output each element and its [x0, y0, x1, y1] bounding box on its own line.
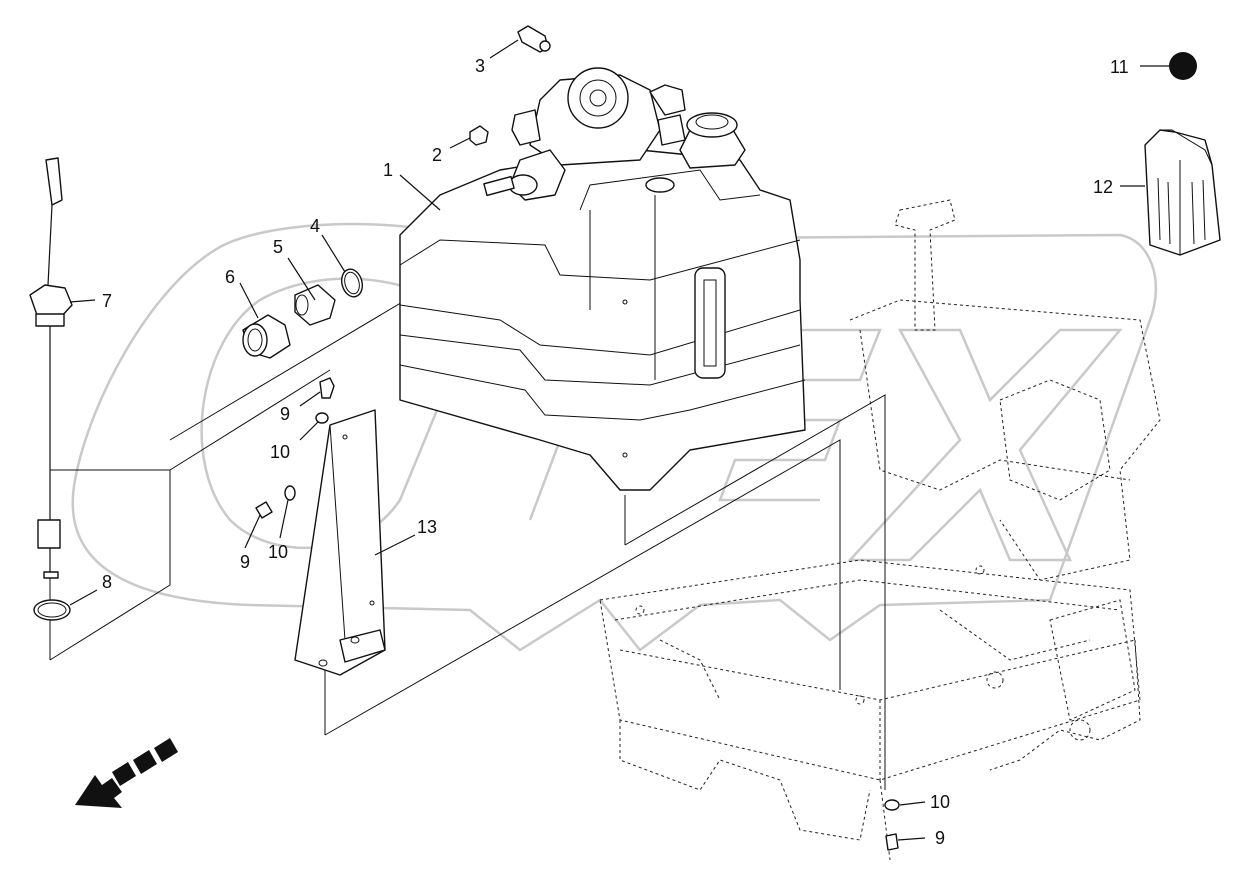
callout-labels: 1 2 3 4 5 6 7 8 9 10 9 10 11 12 13 10 9: [102, 56, 1129, 848]
callout-9-c: 9: [935, 828, 945, 848]
part-2-fitting: [469, 125, 489, 146]
callout-10-b: 10: [268, 542, 288, 562]
callout-10-c: 10: [930, 792, 950, 812]
callout-12: 12: [1093, 177, 1113, 197]
callout-5: 5: [273, 237, 283, 257]
tank-assembly: [399, 67, 806, 491]
callout-9-a: 9: [280, 404, 290, 424]
fasteners: [255, 377, 900, 851]
callout-3: 3: [475, 56, 485, 76]
callout-6: 6: [225, 267, 235, 287]
part-13-bracket: [294, 409, 386, 676]
part-7-level-sender: [29, 157, 73, 579]
callout-4: 4: [310, 216, 320, 236]
part-3-sensor: [517, 25, 551, 53]
fluid-container-icon: [1144, 129, 1221, 256]
filled-circle-icon: [1169, 52, 1197, 80]
callout-8: 8: [102, 572, 112, 592]
callout-2: 2: [432, 145, 442, 165]
callout-1: 1: [383, 160, 393, 180]
part-6-filter: [242, 314, 291, 359]
part-8-o-ring: [33, 599, 71, 621]
callout-11: 11: [1110, 57, 1129, 77]
part-5-sleeve: [294, 284, 336, 326]
part-4-o-ring: [340, 268, 364, 298]
frame-chassis: [599, 199, 1161, 861]
callout-7: 7: [102, 291, 112, 311]
callout-9-b: 9: [240, 552, 250, 572]
leader-lines: [69, 39, 1169, 841]
front-direction-arrow-icon: [75, 738, 178, 808]
callout-10-a: 10: [270, 442, 290, 462]
callout-13: 13: [417, 517, 437, 537]
